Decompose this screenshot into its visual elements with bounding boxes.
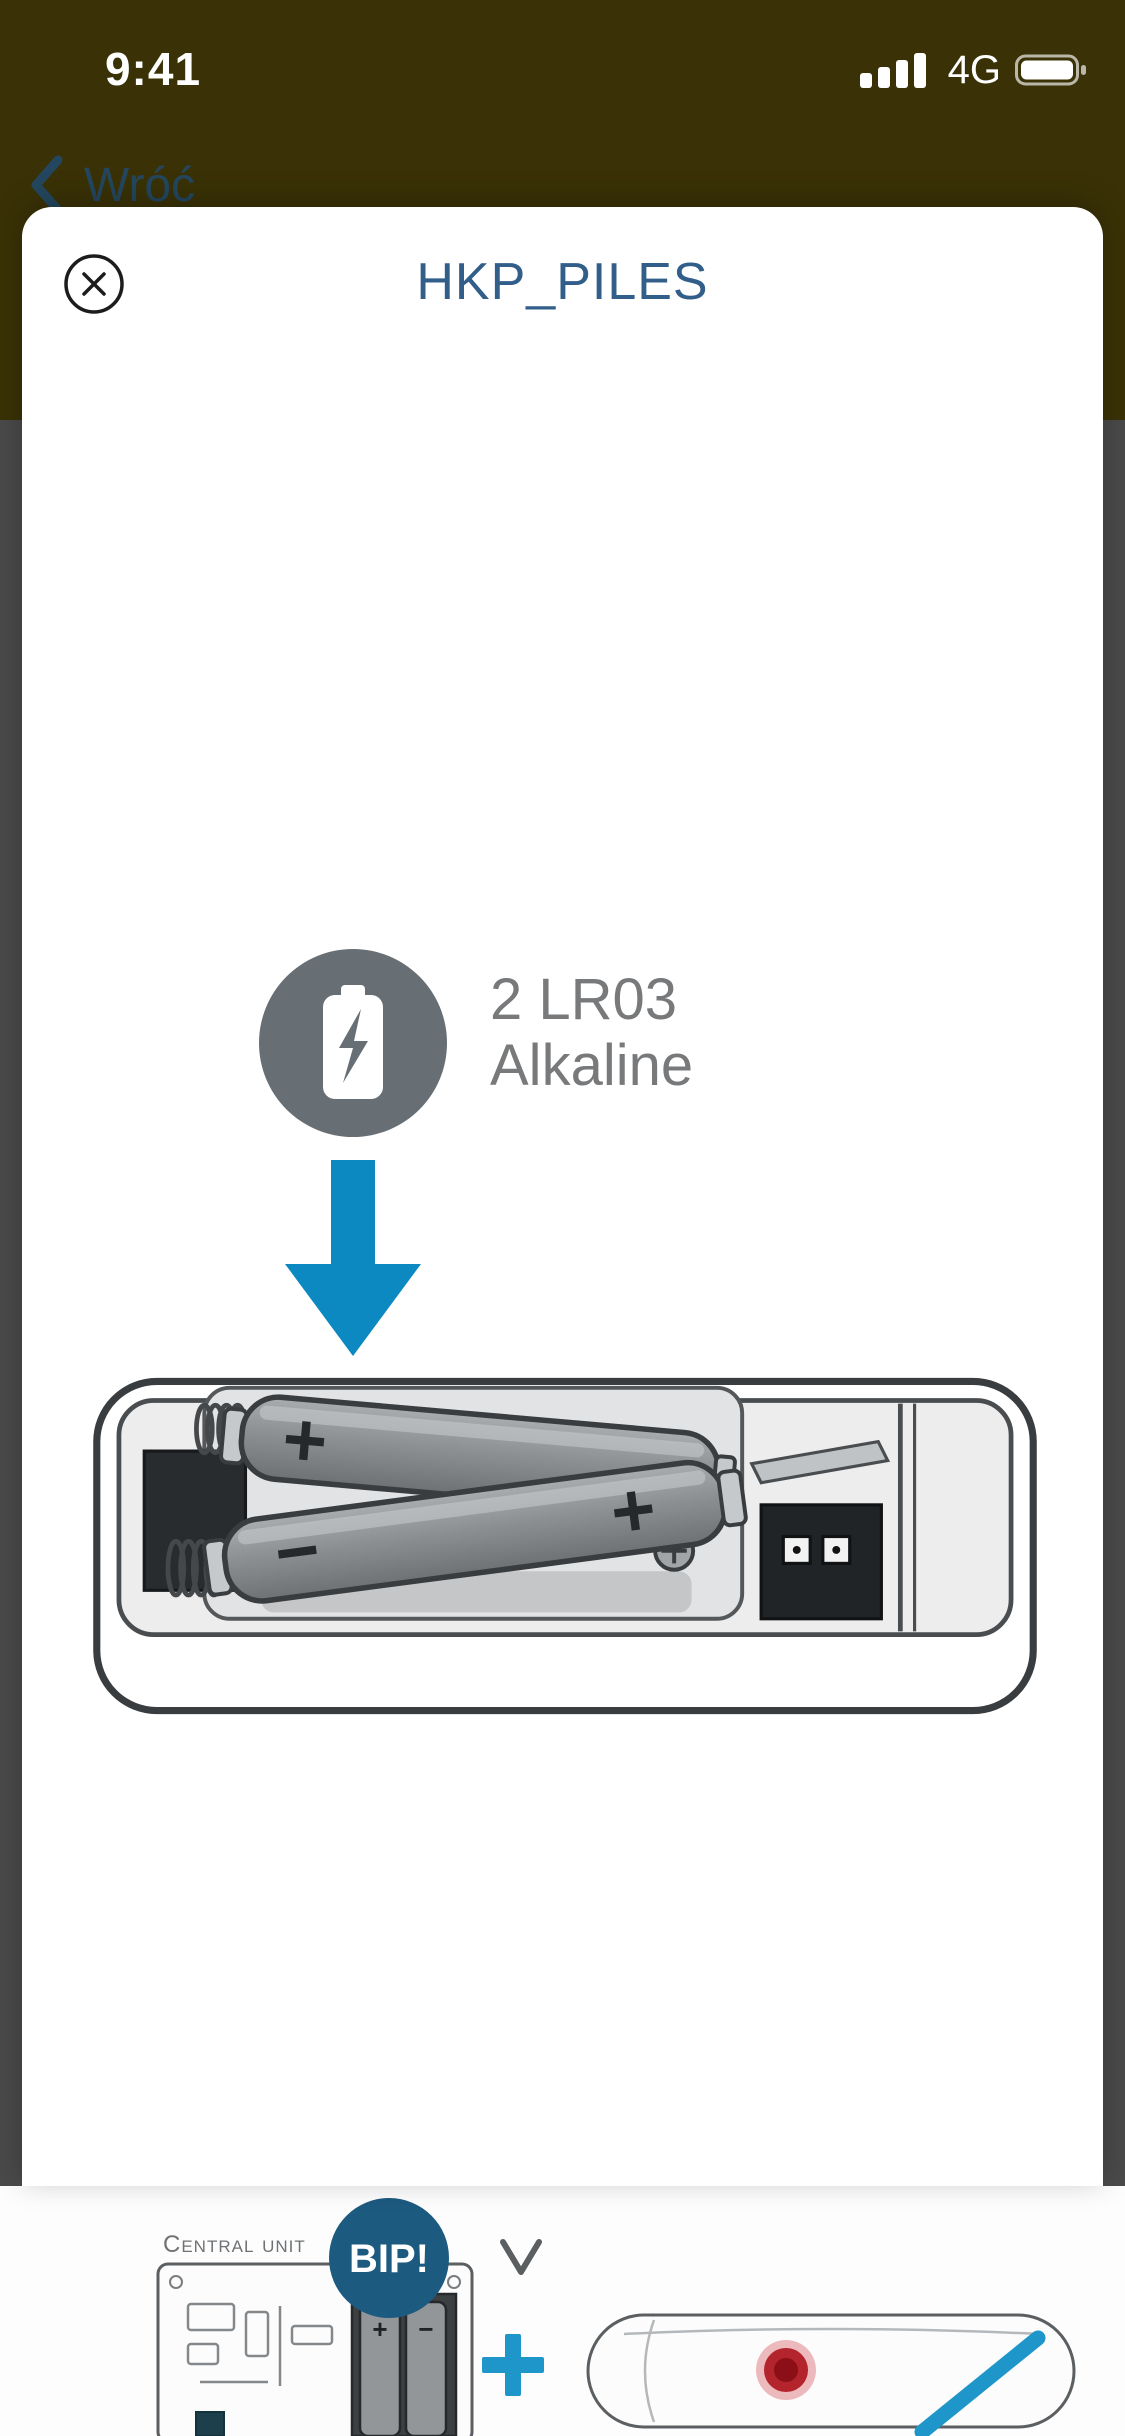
central-unit-illustration: + − Central unit BIP!: [156, 2198, 1076, 2436]
battery2-plus-label: +: [606, 1466, 661, 1556]
battery-compartment-illustration: + − +: [93, 1377, 1037, 1715]
battery-status-icon: [1015, 54, 1086, 86]
board-plus-label: +: [372, 2314, 387, 2344]
back-button[interactable]: Wróć: [26, 152, 195, 218]
central-unit-label: Central unit: [163, 2231, 306, 2258]
battery-2: − +: [202, 1459, 748, 1604]
plus-icon: [482, 2334, 544, 2396]
status-indicators: 4G: [859, 47, 1089, 92]
down-arrow-icon: [500, 2239, 542, 2275]
circuit-board: + −: [156, 2262, 474, 2436]
close-icon: [64, 254, 124, 314]
battery2-minus-label: −: [270, 1507, 325, 1597]
signal-strength-icon: [859, 53, 926, 88]
modal-title: HKP_PILES: [416, 253, 709, 311]
bip-badge: BIP!: [329, 2198, 449, 2318]
battery-spec-line1: 2 LR03: [490, 967, 678, 1032]
red-led: [756, 2340, 816, 2400]
modal-sheet: HKP_PILES 2 LR03 Alkaline: [22, 207, 1103, 2186]
board-battery-holder: + −: [350, 2292, 458, 2436]
battery-type-icon: [259, 949, 447, 1137]
bip-label: BIP!: [349, 2237, 429, 2281]
status-time: 9:41: [104, 43, 202, 95]
back-label: Wróć: [84, 158, 196, 212]
lightning-bolt-icon: [339, 1009, 368, 1083]
teal-diagonal-line: [914, 2330, 1046, 2436]
board-minus-label: −: [418, 2314, 433, 2344]
close-button[interactable]: [62, 252, 126, 316]
device-illustration: [586, 2313, 1076, 2436]
status-bar: 9:41 4G: [0, 0, 1125, 140]
insert-arrow-icon: [285, 1160, 421, 1356]
battery1-plus-label: +: [279, 1396, 331, 1485]
battery-spec-line2: Alkaline: [490, 1033, 694, 1098]
battery-spec: 2 LR03 Alkaline: [490, 967, 693, 1099]
bottom-page-preview: + − Central unit BIP!: [0, 2186, 1125, 2436]
terminal-block: [759, 1503, 883, 1621]
contact-strip: [749, 1439, 891, 1485]
network-type-label: 4G: [947, 47, 1001, 92]
back-chevron-icon: [31, 155, 63, 215]
